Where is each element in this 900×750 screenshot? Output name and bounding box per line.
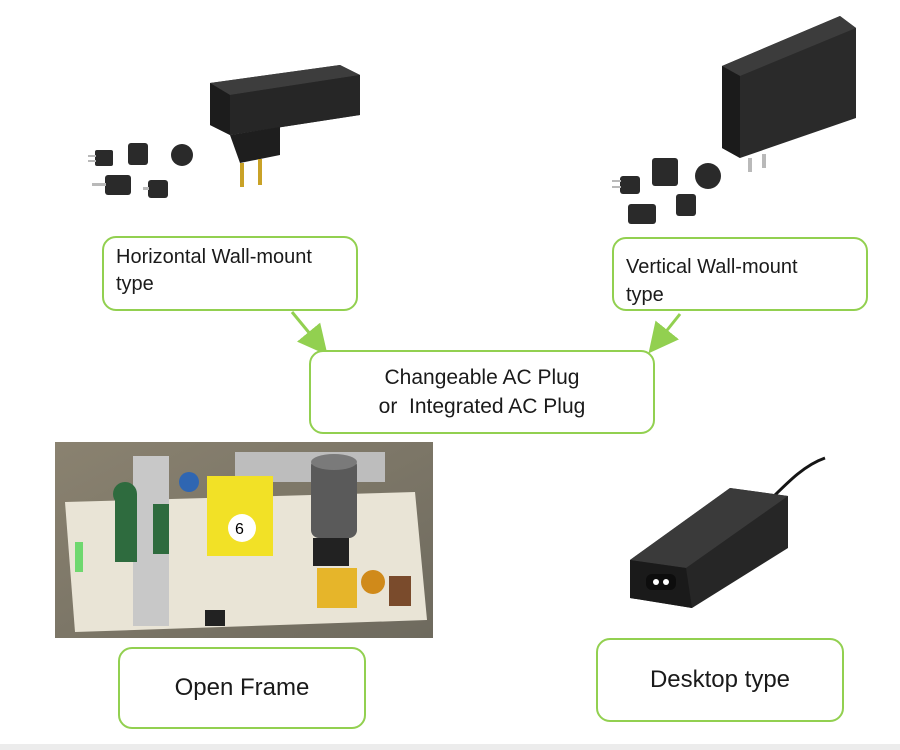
vertical-label-line2: type: [626, 284, 664, 306]
open-frame-label: Open Frame: [118, 647, 366, 729]
svg-text:6: 6: [235, 521, 244, 538]
vertical-wall-mount-label: Vertical Wall-mount type: [612, 237, 868, 311]
horizontal-label-line1: Horizontal Wall-mount: [116, 246, 312, 268]
arrow-right: [648, 313, 682, 354]
horizontal-wall-mount-adapter-image: [88, 65, 360, 198]
desktop-adapter-image: [630, 456, 826, 608]
changeable-ac-plug-label: Changeable AC Plug or Integrated AC Plug: [309, 350, 655, 434]
horizontal-label-line2: type: [116, 273, 154, 295]
vertical-label-line1: Vertical Wall-mount: [626, 256, 798, 278]
changeable-label-line2: or Integrated AC Plug: [378, 395, 586, 418]
desktop-type-label-text: Desktop type: [649, 666, 791, 693]
open-frame-pcb-image: 6: [55, 442, 433, 638]
changeable-label-line1: Changeable AC Plug: [384, 366, 580, 389]
horizontal-wall-mount-label: Horizontal Wall-mount type: [102, 236, 358, 311]
bottom-divider: [0, 744, 900, 750]
desktop-type-label: Desktop type: [596, 638, 844, 722]
open-frame-label-text: Open Frame: [174, 674, 310, 701]
vertical-wall-mount-adapter-image: [612, 16, 856, 224]
arrow-left: [290, 311, 328, 356]
